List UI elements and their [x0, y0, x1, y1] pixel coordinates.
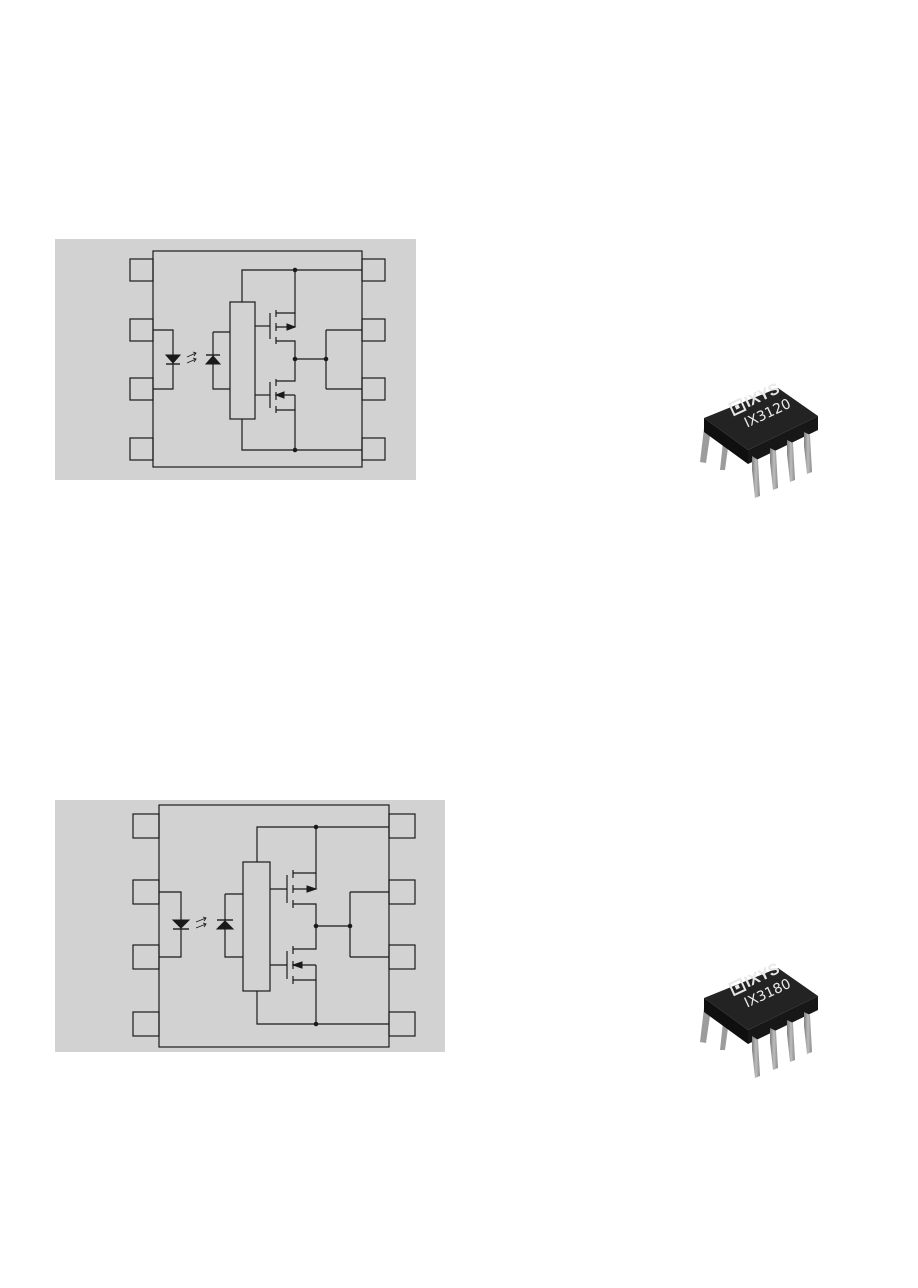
- pin-3: [129, 377, 154, 401]
- pin-5: [388, 1011, 416, 1037]
- photodiode-symbol: [215, 919, 235, 930]
- light-coupling-arrows: [195, 916, 207, 929]
- light-coupling-arrows: [186, 351, 197, 364]
- schematic-ix3180: [55, 800, 445, 1052]
- dip8-package-icon: IXYS IX3180: [700, 960, 818, 1078]
- ixys-logo-icon: [728, 397, 747, 417]
- driver-block: [242, 861, 271, 992]
- pin-1: [129, 258, 154, 282]
- pin-3: [132, 944, 160, 970]
- pin-2: [132, 879, 160, 905]
- led-symbol: [164, 354, 182, 365]
- pin-7: [388, 879, 416, 905]
- pin-4: [129, 437, 154, 461]
- photodiode-symbol: [204, 354, 222, 365]
- circuit-diagram: [129, 250, 386, 468]
- pin-5: [361, 437, 386, 461]
- driver-block: [229, 301, 256, 420]
- pin-1: [132, 813, 160, 839]
- package-outline: [158, 804, 390, 1048]
- chip-photo-ix3180: IXYS IX3180: [690, 958, 840, 1083]
- dip8-package-icon: IXYS IX3120: [700, 380, 818, 498]
- pin-8: [361, 258, 386, 282]
- ixys-logo-icon: [728, 977, 747, 997]
- package-outline: [152, 250, 363, 468]
- pin-2: [129, 318, 154, 342]
- pin-4: [132, 1011, 160, 1037]
- pin-6: [361, 377, 386, 401]
- pin-8: [388, 813, 416, 839]
- chip-photo-ix3120: IXYS IX3120: [690, 378, 840, 503]
- pin-6: [388, 944, 416, 970]
- circuit-diagram: [132, 804, 416, 1048]
- mosfet-symbol: [286, 323, 297, 331]
- led-symbol: [171, 919, 191, 930]
- pin-7: [361, 318, 386, 342]
- mosfet-symbol: [306, 885, 318, 893]
- schematic-ix3120: [55, 239, 416, 480]
